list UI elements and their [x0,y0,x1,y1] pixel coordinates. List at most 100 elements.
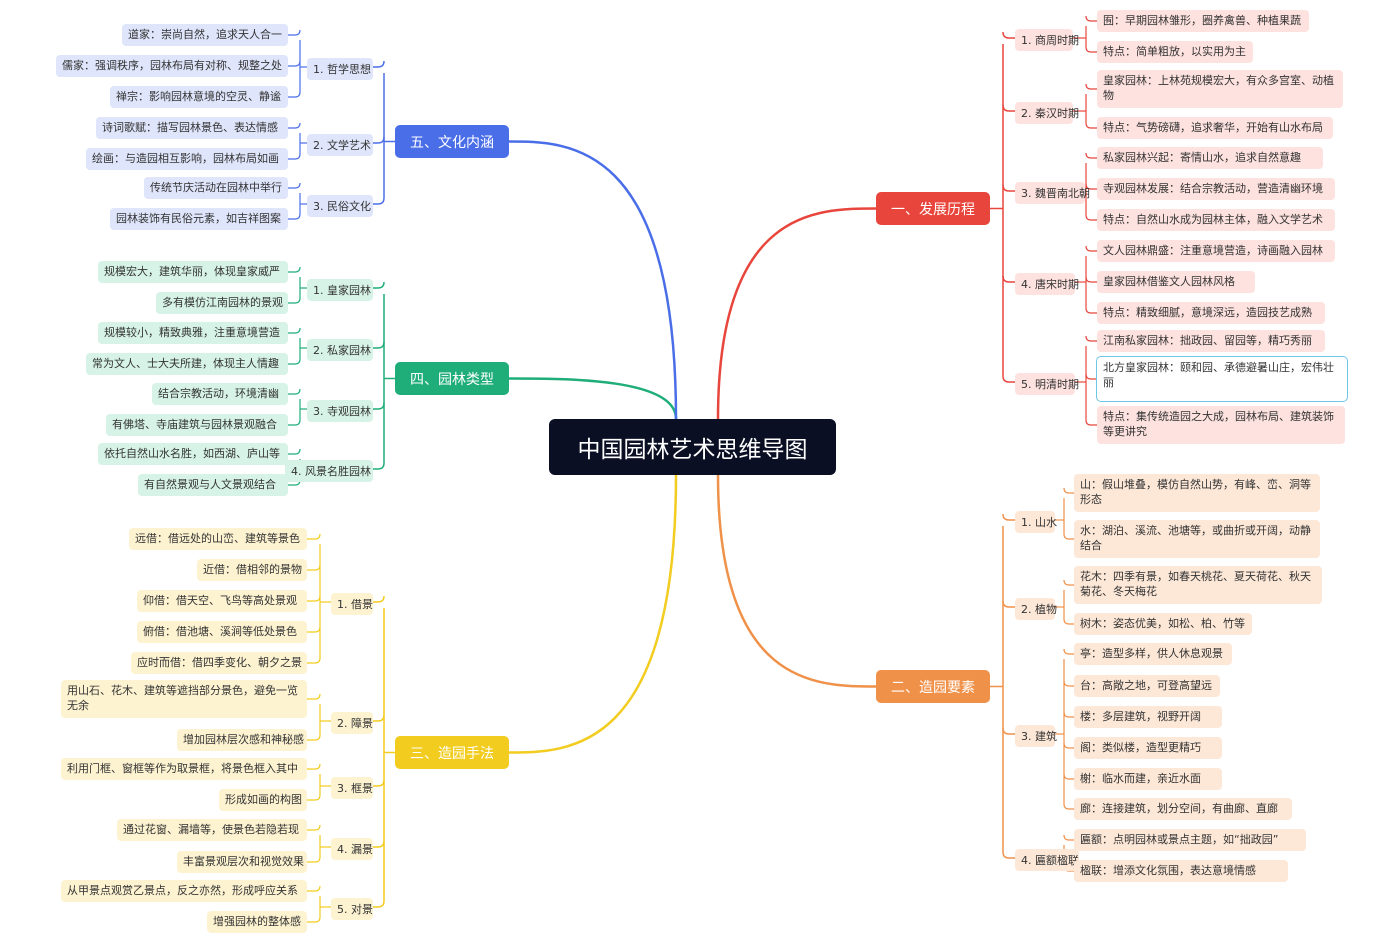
subtopic[interactable]: 4. 唐宋时期 [1015,273,1079,295]
subtopic[interactable]: 3. 框景 [331,777,373,799]
leaf-connector [288,327,301,334]
leaf-topic[interactable]: 从甲景点观赏乙景点，反之亦然，形成呼应关系 [61,880,307,902]
leaf-topic[interactable]: 诗词歌赋：描写园林景色、表达情感 [96,117,288,139]
leaf-topic[interactable]: 多有模仿江南园林的景观 [156,292,288,314]
leaf-topic[interactable]: 道家：崇尚自然，追求天人合一 [122,24,288,46]
subtopic[interactable]: 5. 明清时期 [1015,373,1079,395]
subtopic[interactable]: 4. 风景名胜园林 [285,460,373,482]
branch-topic[interactable]: 二、造园要素 [876,670,990,703]
leaf-topic[interactable]: 囿：早期园林雏形，圈养禽兽、种植果蔬 [1097,10,1309,32]
subtopic[interactable]: 2. 文学艺术 [307,134,373,156]
leaf-connector [1063,533,1074,540]
leaf-topic[interactable]: 花木：四季有景，如春天桃花、夏天荷花、秋天菊花、冬天梅花 [1074,566,1322,604]
leaf-topic[interactable]: 园林装饰有民俗元素，如吉祥图案 [110,208,288,230]
leaf-topic[interactable]: 树木：姿态优美，如松、柏、竹等 [1074,613,1252,635]
leaf-topic[interactable]: 应时而借：借四季变化、朝夕之景 [131,652,307,674]
subtopic[interactable]: 1. 商周时期 [1015,29,1079,51]
leaf-topic[interactable]: 增加园林层次感和神秘感 [177,729,307,751]
leaf-connector [288,213,301,220]
leaf-topic[interactable]: 结合宗教活动，环境清幽 [152,383,288,405]
branch-topic[interactable]: 四、园林类型 [395,362,509,395]
leaf-topic[interactable]: 形成如画的构图 [219,789,307,811]
leaf-connector [288,297,301,304]
leaf-topic[interactable]: 依托自然山水名胜，如西湖、庐山等 [98,443,288,465]
subtopic[interactable]: 1. 皇家园林 [307,279,373,301]
leaf-topic[interactable]: 近借：借相邻的景物 [197,559,307,581]
central-topic[interactable]: 中国园林艺术思维导图 [549,419,836,475]
leaf-connector [288,358,301,365]
leaf-topic[interactable]: 利用门框、窗框等作为取景框，将景色框入其中 [61,758,307,780]
leaf-topic[interactable]: 有自然景观与人文景观结合 [138,474,288,496]
leaf-topic[interactable]: 皇家园林借鉴文人园林风格 [1097,271,1255,293]
leaf-connector [1085,183,1097,190]
subtopic[interactable]: 1. 山水 [1015,511,1057,533]
leaf-topic[interactable]: 台：高敞之地，可登高望远 [1074,675,1220,697]
sub-connector [373,402,385,410]
subtopic[interactable]: 2. 秦汉时期 [1015,102,1079,124]
leaf-topic[interactable]: 山：假山堆叠，模仿自然山势，有峰、峦、洞等形态 [1074,474,1320,512]
leaf-topic[interactable]: 常为文人、士大夫所建，体现主人情趣 [86,353,288,375]
leaf-connector [307,657,321,664]
subtopic[interactable]: 4. 匾额楹联 [1015,849,1079,871]
leaf-topic[interactable]: 楼：多层建筑，视野开阔 [1074,706,1222,728]
leaf-topic[interactable]: 规模较小，精致典雅，注重意境营造 [98,322,288,344]
leaf-topic[interactable]: 增强园林的整体感 [207,911,307,933]
branch-connector [508,474,678,754]
leaf-topic[interactable]: 传统节庆活动在园林中举行 [144,177,288,199]
subtopic[interactable]: 3. 寺观园林 [307,400,373,422]
leaf-connector [1085,152,1097,159]
subtopic[interactable]: 4. 漏景 [331,838,373,860]
leaf-topic[interactable]: 匾额：点明园林或景点主题，如“拙政园” [1074,829,1306,851]
subtopic[interactable]: 5. 对景 [331,898,373,920]
subtopic[interactable]: 1. 哲学思想 [307,58,373,80]
leaf-topic[interactable]: 特点：自然山水成为园林主体，融入文学艺术 [1097,209,1335,231]
leaf-connector [288,122,301,129]
leaf-topic[interactable]: 远借：借远处的山峦、建筑等景色 [129,528,307,550]
leaf-connector [288,91,301,98]
leaf-topic[interactable]: 通过花窗、漏墙等，使景色若隐若现 [117,819,307,841]
subtopic[interactable]: 2. 障景 [331,712,373,734]
leaf-connector [307,824,321,831]
branch-topic[interactable]: 五、文化内涵 [395,125,509,158]
leaf-topic[interactable]: 江南私家园林：拙政园、留园等，精巧秀丽 [1097,330,1325,352]
leaf-topic[interactable]: 特点：简单粗放，以实用为主 [1097,41,1253,63]
leaf-topic[interactable]: 榭：临水而建，亲近水面 [1074,768,1222,790]
leaf-topic[interactable]: 特点：精致细腻，意境深远，造园技艺成熟 [1097,302,1325,324]
leaf-topic[interactable]: 特点：气势磅礴，追求奢华，开始有山水布局 [1097,117,1333,139]
leaf-topic[interactable]: 阁：类似楼，造型更精巧 [1074,737,1222,759]
leaf-topic[interactable]: 规模宏大，建筑华丽，体现皇家威严 [98,261,288,283]
leaf-connector [288,29,301,36]
leaf-topic[interactable]: 亭：造型多样，供人休息观景 [1074,643,1232,665]
leaf-connector [307,734,321,741]
leaf-topic[interactable]: 绘画：与造园相互影响，园林布局如画 [86,148,288,170]
leaf-topic[interactable]: 文人园林鼎盛：注重意境营造，诗画融入园林 [1097,240,1335,262]
leaf-connector [1063,579,1074,586]
leaf-topic[interactable]: 廊：连接建筑，划分空间，有曲廊、直廊 [1074,798,1292,820]
leaf-topic[interactable]: 丰富景观层次和视觉效果 [177,851,307,873]
leaf-topic[interactable]: 水：湖泊、溪流、池塘等，或曲折或开阔，动静结合 [1074,520,1320,558]
leaf-connector [307,564,321,571]
subtopic[interactable]: 3. 建筑 [1015,725,1057,747]
leaf-topic[interactable]: 特点：集传统造园之大成，园林布局、建筑装饰等更讲究 [1097,406,1345,444]
subtopic[interactable]: 2. 植物 [1015,598,1057,620]
leaf-topic[interactable]: 皇家园林：上林苑规模宏大，有众多宫室、动植物 [1097,70,1343,108]
leaf-topic[interactable]: 寺观园林发展：结合宗教活动，营造清幽环境 [1097,178,1335,200]
leaf-topic[interactable]: 俯借：借池塘、溪涧等低处景色 [137,621,307,643]
subtopic[interactable]: 1. 借景 [331,593,373,615]
leaf-topic[interactable]: 儒家：强调秩序，园林布局有对称、规整之处 [56,55,288,77]
subtopic[interactable]: 3. 民俗文化 [307,195,373,217]
subtopic[interactable]: 2. 私家园林 [307,339,373,361]
subtopic[interactable]: 3. 魏晋南北朝 [1015,182,1090,204]
branch-topic[interactable]: 一、发展历程 [876,192,990,225]
branch-connector [508,140,678,420]
leaf-topic[interactable]: 仰借：借天空、飞鸟等高处景观 [137,590,307,612]
leaf-topic[interactable]: 北方皇家园林：颐和园、承德避暑山庄，宏伟壮丽 [1096,356,1348,402]
leaf-connector [1085,214,1097,221]
branch-topic[interactable]: 三、造园手法 [395,736,509,769]
leaf-topic[interactable]: 用山石、花木、建筑等遮挡部分景色，避免一览无余 [61,680,307,718]
leaf-topic[interactable]: 有佛塔、寺庙建筑与园林景观融合 [106,414,288,436]
leaf-topic[interactable]: 私家园林兴起：寄情山水，追求自然意趣 [1097,147,1323,169]
leaf-topic[interactable]: 禅宗：影响园林意境的空灵、静谧 [110,86,288,108]
leaf-topic[interactable]: 楹联：增添文化氛围，表达意境情感 [1074,860,1288,882]
sub-connector [373,341,385,349]
